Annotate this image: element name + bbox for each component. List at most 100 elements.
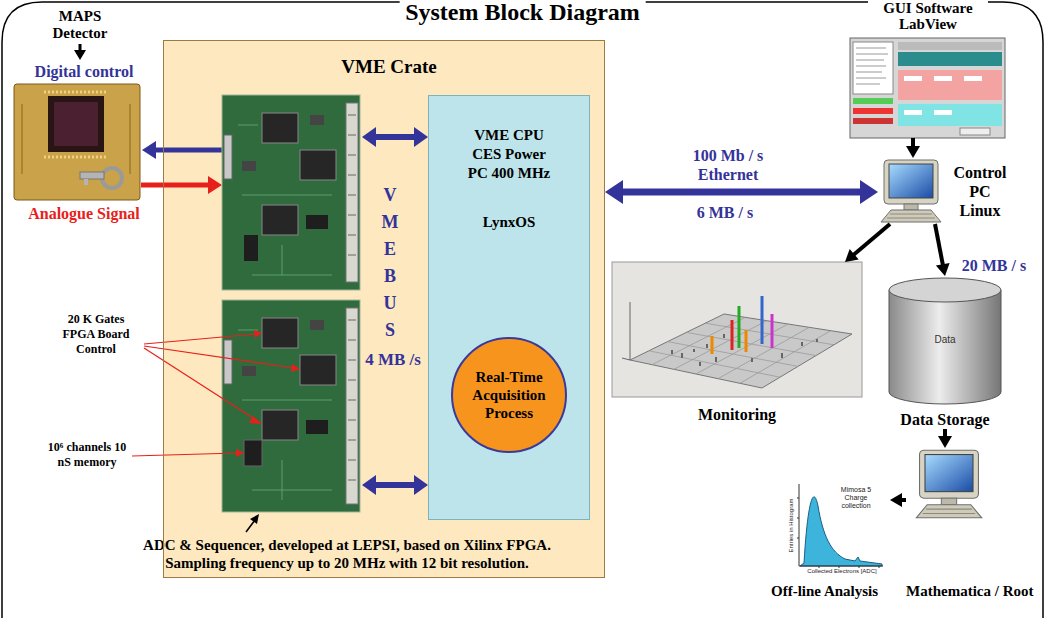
leader-lines xyxy=(236,449,244,457)
picture-slot xyxy=(851,38,1006,138)
arrow-head xyxy=(860,180,878,204)
crate-box: VME CrateVME CPU CES Power PC 400 MHzLyn… xyxy=(163,40,605,578)
storage-cylinder xyxy=(889,278,1001,302)
diagram-title: System Block Diagram xyxy=(399,0,646,26)
computer-icon xyxy=(916,450,981,518)
gui-screenshot xyxy=(853,42,893,94)
bus-arrows xyxy=(414,475,428,495)
gui-screenshot xyxy=(934,76,952,81)
histogram-plot xyxy=(785,478,885,578)
node-text: Monitoring xyxy=(698,405,776,424)
node-text: Data Storage xyxy=(900,410,989,429)
adc-board xyxy=(348,320,356,480)
connector-label: 100 Mb / s Ethernet xyxy=(672,146,784,184)
signal-arrows xyxy=(208,176,222,194)
connector-arrow xyxy=(890,493,906,507)
monitoring-node: Monitoring xyxy=(612,262,862,424)
gui-screenshot xyxy=(904,110,922,115)
monitoring-plot xyxy=(761,296,764,344)
picture-slot xyxy=(910,448,988,520)
gui-screenshot xyxy=(853,98,893,104)
gui-screenshot xyxy=(934,110,952,115)
leader-lines xyxy=(132,453,238,456)
gui-screenshot xyxy=(904,76,922,81)
adc-board xyxy=(238,125,332,275)
connector-line xyxy=(853,224,890,255)
node-text: Data xyxy=(885,334,1005,346)
device-label: MAPS Detector xyxy=(40,8,120,42)
detector-photo xyxy=(44,92,108,157)
connector-line xyxy=(935,224,943,266)
monitoring-plot xyxy=(731,320,734,350)
adc-board xyxy=(262,410,298,440)
process-circle: Real-Time Acquisition Process xyxy=(451,337,567,453)
leader-lines xyxy=(291,364,300,372)
bus-arrows xyxy=(414,127,428,147)
histogram-plot xyxy=(797,484,883,568)
gui-screenshot xyxy=(898,52,1002,66)
adc-board xyxy=(262,318,298,348)
adc-board xyxy=(346,308,358,504)
arrow-head xyxy=(890,493,902,507)
adc-board xyxy=(244,440,262,466)
leader-lines xyxy=(144,334,256,344)
storage-node: DataData Storage xyxy=(880,276,1010,429)
gui-screenshot xyxy=(850,38,1005,138)
gui-screenshot xyxy=(856,48,888,84)
detector-photo xyxy=(22,104,130,174)
connector-line xyxy=(620,189,862,196)
node-text: Collected Electrons [ADC] xyxy=(799,568,885,575)
adc-board xyxy=(310,320,324,330)
caption-note: ADC & Sequencer, developed at LEPSI, bas… xyxy=(112,536,582,572)
monitoring-plot xyxy=(711,336,714,354)
monitoring-plot xyxy=(738,306,741,348)
picture-slot: Data xyxy=(885,276,1005,406)
detector-photo xyxy=(14,84,140,200)
leader-lines xyxy=(144,348,256,420)
adc-board xyxy=(238,330,332,500)
detector-photo xyxy=(80,172,104,179)
signal-arrows xyxy=(74,50,86,60)
monitoring-plot xyxy=(612,262,862,397)
detector-photo xyxy=(102,168,122,188)
signal-arrows xyxy=(154,148,222,153)
node-text: Mathematica / Root xyxy=(906,582,1033,600)
bus-arrows xyxy=(362,127,428,495)
bus-arrows xyxy=(374,134,416,140)
connector-label: 20 MB / s xyxy=(952,256,1036,275)
adc-board xyxy=(242,161,256,171)
adc-board xyxy=(300,150,336,180)
monitoring-plot xyxy=(745,330,748,352)
picture-slot xyxy=(612,262,862,397)
gui-screenshot xyxy=(853,108,893,114)
gui-screenshot xyxy=(850,38,1005,138)
adc-board xyxy=(346,103,358,282)
detector-photo xyxy=(54,102,98,146)
adc-board xyxy=(244,235,258,261)
leader-lines xyxy=(254,330,262,338)
adc-board xyxy=(222,300,360,512)
detector-photo xyxy=(14,84,140,200)
adc-board xyxy=(306,420,328,434)
monitoring-plot xyxy=(630,314,852,388)
connector-arrow xyxy=(906,138,920,158)
gui-screenshot xyxy=(898,42,1002,50)
arrow-head xyxy=(906,146,920,158)
computer-icon xyxy=(881,160,941,222)
monitoring-plot xyxy=(622,302,630,360)
signal-arrows xyxy=(141,183,210,188)
adc-board xyxy=(222,95,360,290)
adc-board xyxy=(300,355,336,385)
signal-arrows xyxy=(79,44,82,51)
picture-slot xyxy=(878,158,944,224)
histogram-plot xyxy=(785,478,885,578)
bus-name: VME BUS xyxy=(381,182,399,344)
gui-screen: GUI Software LabView xyxy=(848,0,1008,138)
connector-arrow xyxy=(845,224,890,262)
node-text: VME CPU CES Power PC 400 MHz xyxy=(465,126,553,183)
monitoring-plot xyxy=(672,329,817,366)
node-text: Entries in Histogram xyxy=(788,486,795,566)
signal-name: Analogue Signal xyxy=(4,204,164,223)
picture-slot: Mimosa 5 Charge collectionEntries in His… xyxy=(785,478,885,578)
